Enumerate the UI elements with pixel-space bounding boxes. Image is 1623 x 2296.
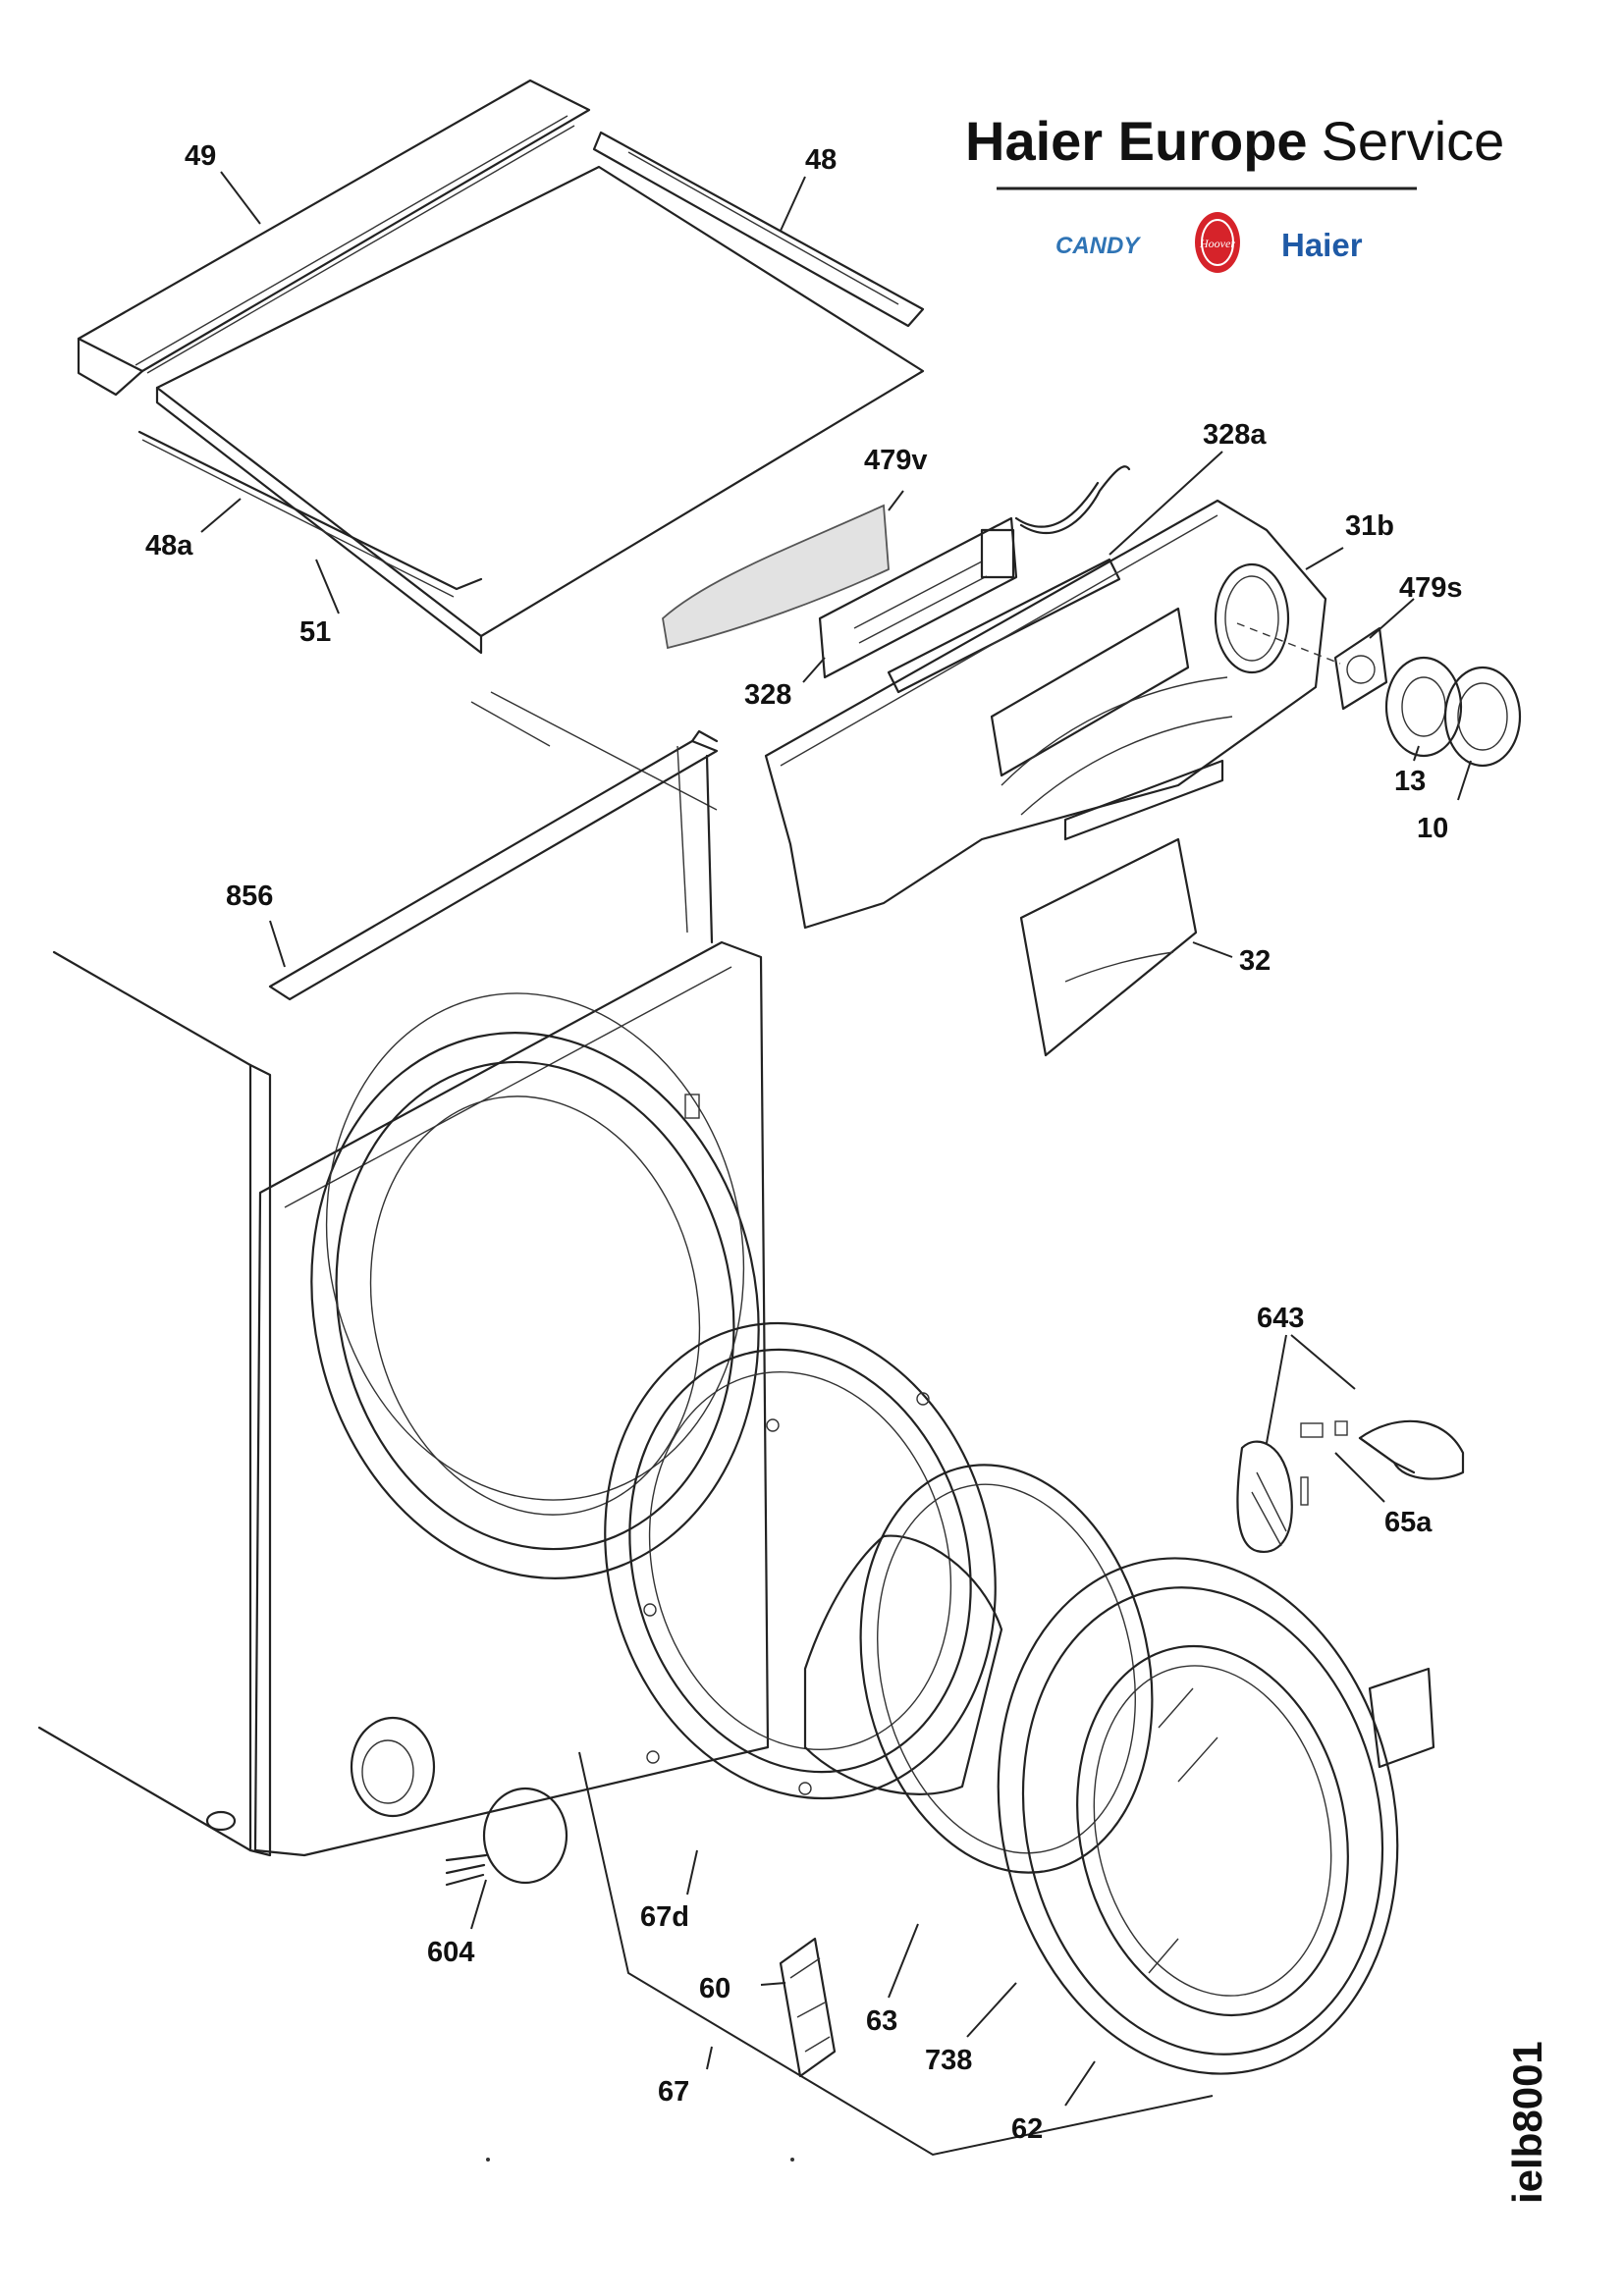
document-code: ielb8001 (1504, 2041, 1550, 2204)
hoover-logo: Hoover (1195, 212, 1240, 273)
label-51: 51 (299, 616, 331, 648)
label-62: 62 (1011, 2113, 1043, 2145)
label-10: 10 (1417, 813, 1448, 844)
label-738: 738 (925, 2045, 972, 2076)
label-65a: 65a (1384, 1507, 1433, 1538)
label-13: 13 (1394, 766, 1426, 797)
svg-text:Hoover: Hoover (1199, 237, 1235, 250)
label-67: 67 (658, 2076, 689, 2108)
label-48: 48 (805, 144, 837, 176)
part-labels: 49 48 48a 51 479v 328a 328 31b 479s 13 1… (145, 140, 1463, 2145)
door-gasket-assembly (445, 1321, 1465, 2157)
label-49: 49 (185, 140, 216, 172)
label-67d: 67d (640, 1901, 689, 1933)
label-48a: 48a (145, 530, 193, 561)
control-panel-assembly (662, 465, 1522, 1057)
label-856: 856 (226, 881, 273, 912)
label-479s: 479s (1399, 572, 1463, 604)
leader-lines (200, 171, 1472, 2107)
top-lid-assembly (77, 79, 925, 655)
label-479v: 479v (864, 445, 928, 476)
label-31b: 31b (1345, 510, 1394, 542)
label-32: 32 (1239, 945, 1271, 977)
label-328: 328 (744, 679, 791, 711)
label-643: 643 (1257, 1303, 1304, 1334)
haier-logo: Haier (1281, 227, 1363, 263)
label-63: 63 (866, 2005, 897, 2037)
label-328a: 328a (1203, 419, 1267, 451)
cabinet (37, 691, 770, 1857)
label-604: 604 (427, 1937, 474, 1968)
candy-logo: CANDY (1055, 233, 1141, 259)
label-60: 60 (699, 1973, 730, 2004)
